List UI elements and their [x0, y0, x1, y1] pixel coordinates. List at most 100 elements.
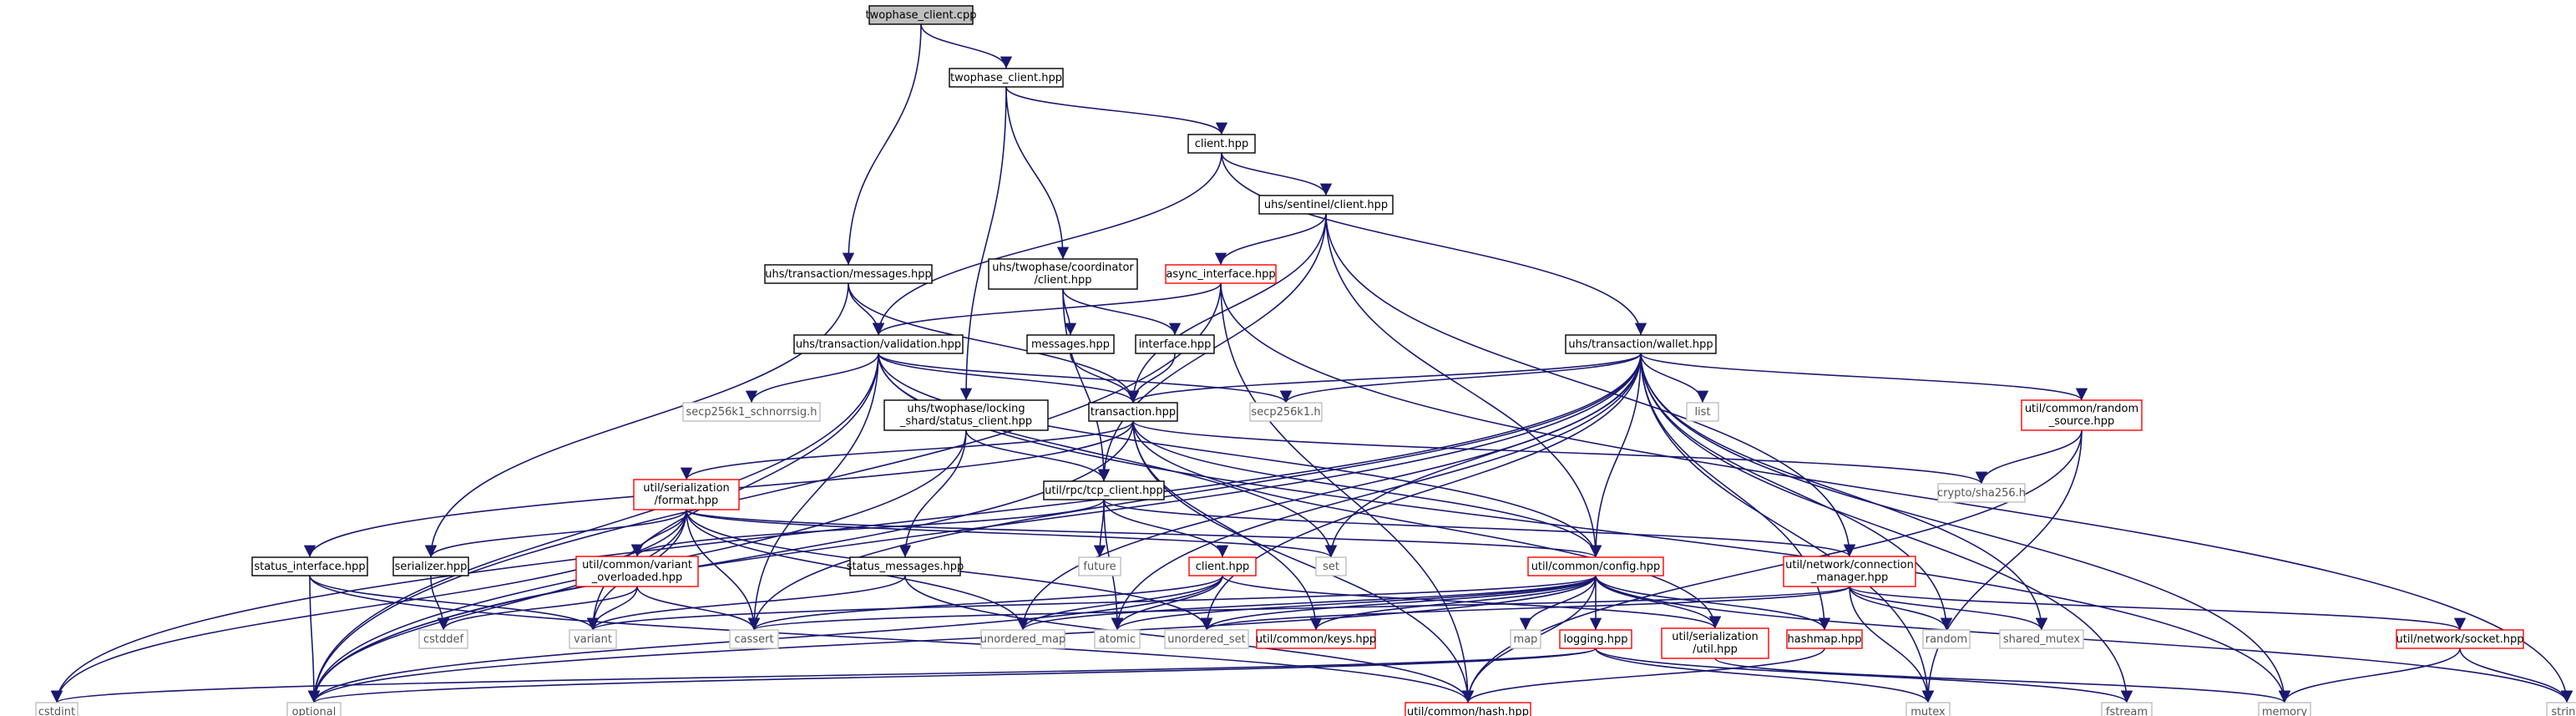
node-label: util/common/random	[2025, 403, 2138, 415]
node-label: util/common/keys.hpp	[1256, 633, 1376, 646]
node-label: shared_mutex	[2003, 633, 2081, 646]
edge-socket-to-string	[2459, 647, 2573, 703]
node-label: util/common/variant	[582, 559, 692, 571]
edge-wallet-to-random_source	[1640, 353, 2088, 401]
node-box	[2258, 702, 2311, 716]
edge-async_interface-to-hash	[1220, 282, 1475, 703]
node-label: client.hpp	[1196, 561, 1250, 573]
node-serialization-format[interactable]: util/serialization/format.hpp	[633, 479, 740, 510]
node-label: status_messages.hpp	[847, 561, 964, 573]
node-root[interactable]: twophase_client.cpp	[866, 5, 977, 25]
node-box	[883, 399, 1049, 431]
node-box	[251, 556, 368, 576]
node-optional: optional	[286, 702, 342, 716]
edge-logging-to-optional	[308, 647, 1597, 703]
node-label: util/serialization	[643, 482, 730, 495]
node-serializer[interactable]: serializer.hpp	[392, 556, 469, 576]
node-status-messages[interactable]: status_messages.hpp	[847, 556, 964, 576]
node-label: random	[1926, 633, 1967, 646]
node-label: string	[2551, 706, 2576, 716]
node-connection-manager[interactable]: util/network/connection_manager.hpp	[1783, 556, 1916, 587]
node-label: util/network/connection	[1785, 559, 1914, 571]
edge-socket-to-memory	[2278, 647, 2461, 703]
edge-client_hpp_top-to-validation	[872, 152, 1222, 336]
node-box	[1905, 702, 1951, 716]
dependency-nodes: twophase_client.cpp twophase_client.hppcl…	[35, 5, 2576, 716]
node-coord-client[interactable]: uhs/twophase/coordinator/client.hpp	[988, 258, 1138, 290]
edge-config-to-ser_util	[1595, 575, 1722, 629]
node-ser-util[interactable]: util/serialization/util.hpp	[1661, 627, 1769, 659]
node-async-interface[interactable]: async_interface.hpp	[1165, 264, 1277, 284]
edge-status_interface-to-variant	[309, 575, 600, 631]
node-sentinel-client[interactable]: uhs/sentinel/client.hpp	[1258, 195, 1394, 215]
node-box	[868, 5, 974, 25]
node-label: interface.hpp	[1139, 338, 1212, 351]
node-config[interactable]: util/common/config.hpp	[1527, 556, 1664, 576]
edge-validation-to-schnorrsig	[745, 353, 879, 404]
node-box	[2546, 702, 2576, 716]
node-box	[1937, 483, 2026, 503]
edge-serialization_format-to-set	[686, 509, 1337, 558]
node-schnorrsig: secp256k1_schnorrsig.h	[682, 402, 821, 422]
edge-tcp_client-to-variant_overloaded	[631, 499, 1105, 557]
node-box	[1565, 334, 1717, 354]
node-hash[interactable]: util/common/hash.hpp	[1404, 702, 1531, 716]
node-locking[interactable]: uhs/twophase/locking_shard/status_client…	[883, 399, 1049, 431]
node-status-interface[interactable]: status_interface.hpp	[251, 556, 368, 576]
node-label: uhs/transaction/validation.hpp	[796, 338, 961, 351]
node-keys[interactable]: util/common/keys.hpp	[1256, 629, 1376, 649]
node-hashmap[interactable]: hashmap.hpp	[1786, 629, 1863, 649]
node-tx-messages[interactable]: uhs/transaction/messages.hpp	[764, 264, 933, 284]
edge-sentinel_client-to-config	[1325, 213, 1602, 558]
node-cstdint: cstdint	[35, 702, 78, 716]
node-label: unordered_map	[980, 633, 1066, 646]
node-client-hpp-red[interactable]: client.hpp	[1188, 556, 1257, 576]
node-tcp-client[interactable]: util/rpc/tcp_client.hpp	[1043, 480, 1165, 500]
node-validation[interactable]: uhs/transaction/validation.hpp	[793, 334, 964, 354]
node-box	[1510, 629, 1541, 649]
node-box	[1783, 556, 1916, 587]
edge-coord_client-to-tcp_client	[1062, 288, 1111, 482]
node-box	[1527, 556, 1664, 576]
node-box	[1187, 134, 1256, 154]
edge-config-to-variant	[587, 575, 1597, 631]
edge-locking-to-tcp_client	[965, 429, 1111, 482]
edge-sentinel_client-to-transaction	[1126, 213, 1327, 404]
node-label: /client.hpp	[1035, 274, 1092, 287]
node-box	[980, 629, 1065, 649]
edge-async_interface-to-validation	[872, 282, 1222, 336]
node-box	[1256, 629, 1376, 649]
node-label: util/rpc/tcp_client.hpp	[1045, 485, 1163, 497]
node-client-hpp-top[interactable]: client.hpp	[1187, 134, 1256, 154]
edge-wallet-to-transaction	[1127, 353, 1642, 404]
node-label: async_interface.hpp	[1166, 268, 1275, 281]
edge-serialization_format-to-config	[686, 509, 1602, 558]
node-box	[2101, 702, 2153, 716]
node-box	[949, 68, 1064, 88]
node-box	[569, 629, 617, 649]
node-unordered-map: unordered_map	[980, 629, 1066, 649]
node-logging[interactable]: logging.hpp	[1559, 629, 1632, 649]
node-wallet[interactable]: uhs/transaction/wallet.hpp	[1565, 334, 1717, 354]
edge-random_source-to-mutex	[1921, 429, 2083, 703]
edge-status_messages-to-variant	[586, 575, 906, 631]
node-twophase-client-hpp[interactable]: twophase_client.hpp	[949, 68, 1064, 88]
edge-config-to-unordered_set	[1201, 575, 1597, 631]
node-variant-overloaded[interactable]: util/common/variant_overloaded.hpp	[575, 556, 699, 587]
node-atomic: atomic	[1094, 629, 1141, 649]
edge-twophase_client_hpp-to-locking	[959, 86, 1007, 401]
node-socket[interactable]: util/network/socket.hpp	[2396, 629, 2524, 649]
node-label: map	[1514, 633, 1538, 646]
edge-validation-to-secp256k1	[878, 353, 1292, 404]
node-interface-hpp[interactable]: interface.hpp	[1135, 334, 1215, 354]
node-box	[1043, 480, 1165, 500]
node-label: list	[1694, 406, 1710, 419]
node-random-source[interactable]: util/common/random_source.hpp	[2021, 399, 2143, 431]
node-box	[849, 556, 961, 576]
edge-serialization_format-to-cstdint	[50, 509, 687, 703]
node-box	[1135, 334, 1215, 354]
node-transaction[interactable]: transaction.hpp	[1088, 402, 1178, 422]
node-box	[682, 402, 821, 422]
node-box	[1686, 402, 1719, 422]
node-messages-hpp[interactable]: messages.hpp	[1026, 334, 1115, 354]
